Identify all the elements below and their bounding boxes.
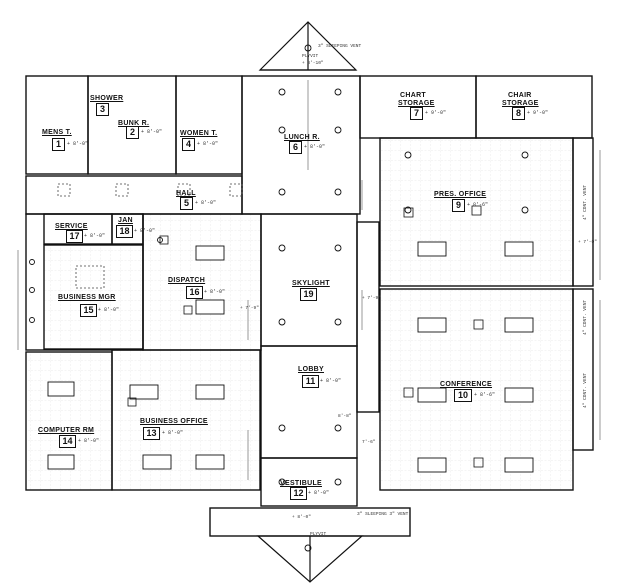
room-number: 19 — [300, 288, 317, 301]
light-fixtures — [47, 241, 534, 473]
room-elevation: + 8'-0" — [141, 129, 163, 135]
soffit-vent-note-1: 4" CONT. VENT — [583, 184, 588, 220]
bottom-vent-note: 3" SLEEPING 3" VENT — [357, 512, 409, 517]
soffit-vent-note-2: 4" CONT. VENT — [583, 299, 588, 335]
room-number: 8 — [512, 107, 525, 120]
diffusers — [127, 205, 484, 468]
room-elevation: + 8'-0" — [84, 233, 106, 239]
room-elevation: + 9'-0" — [527, 110, 549, 116]
top-elevation-note: + 8'-10" — [302, 61, 324, 66]
room-name: SHOWER — [90, 95, 124, 102]
room-name-line1: CHAIR — [508, 92, 532, 99]
room-elevation: + 8'-0" — [197, 141, 219, 147]
room-number: 10 — [454, 389, 472, 402]
room-name: BUNK R. — [118, 120, 150, 127]
room-number: 13 — [143, 427, 160, 440]
room-name: SKYLIGHT — [292, 280, 330, 287]
downlights — [29, 44, 529, 552]
room-name: BUSINESS MGR — [58, 294, 116, 301]
room-name: COMPUTER RM — [38, 427, 95, 434]
soffit-elevation-note: + 7'-0" — [578, 240, 597, 245]
room-elevation: + 8'-0" — [308, 490, 330, 496]
room-elevation: + 8'-0" — [134, 228, 156, 234]
ceiling-grid — [26, 138, 573, 490]
room-name-line2: STORAGE — [398, 100, 435, 107]
room-number: 7 — [410, 107, 423, 120]
room-number: 9 — [452, 199, 465, 212]
top-plyvit-note: PLYVIT — [302, 54, 319, 59]
room-name: WOMEN T. — [180, 130, 218, 137]
room-number: 18 — [116, 225, 133, 238]
room-elevation: + 8'-0" — [67, 141, 89, 147]
room-number: 16 — [186, 286, 203, 299]
room-name: LUNCH R. — [284, 134, 320, 141]
room-elevation: + 8'-0" — [204, 289, 226, 295]
room-elevation: + 8'-0" — [98, 307, 120, 313]
room-name-line2: STORAGE — [502, 100, 539, 107]
soffit-vent-note-3: 4" CONT. VENT — [583, 372, 588, 408]
room-name: BUSINESS OFFICE — [140, 418, 208, 425]
top-vent-note: 3" SLEEPING VENT — [318, 44, 362, 49]
room-name: CONFERENCE — [440, 381, 493, 388]
bottom-plyvit-note: PLYVIT — [310, 532, 327, 537]
room-number: 15 — [80, 304, 97, 317]
room-name: MENS T. — [42, 129, 72, 136]
bottom-elevation-note: + 8'-0" — [292, 515, 311, 520]
elevation-note-a: + 7'-9" — [240, 306, 259, 311]
dimension-lines — [17, 80, 601, 480]
room-name: SERVICE — [55, 223, 88, 230]
room-number: 12 — [290, 487, 307, 500]
elevation-note-b: + 7'-9" — [362, 296, 381, 301]
room-elevation: + 8'-6" — [467, 202, 489, 208]
room-name: PRES. OFFICE — [434, 191, 487, 198]
room-name: DISPATCH — [168, 277, 206, 284]
equipment-outlines — [57, 183, 243, 289]
room-elevation: + 8'-0" — [78, 438, 100, 444]
walls — [25, 75, 594, 537]
room-elevation: + 8'-0" — [195, 200, 217, 206]
room-number: 2 — [126, 126, 139, 139]
room-name-line1: CHART — [400, 92, 426, 99]
top-canopy — [258, 21, 358, 71]
room-number: 3 — [96, 103, 109, 116]
room-elevation: + 8'-6" — [474, 392, 496, 398]
elevation-note-d: 7'-6" — [362, 440, 376, 445]
room-elevation: + 8'-0" — [162, 430, 184, 436]
room-number: 1 — [52, 138, 65, 151]
bottom-canopy — [256, 535, 364, 583]
room-number: 5 — [180, 197, 193, 210]
elevation-note-c: 8'-8" — [338, 414, 352, 419]
room-name: HALL — [176, 190, 196, 197]
room-elevation: + 8'-0" — [304, 144, 326, 150]
room-elevation: + 9'-0" — [425, 110, 447, 116]
room-number: 17 — [66, 230, 83, 243]
room-name: LOBBY — [298, 366, 324, 373]
room-number: 11 — [302, 375, 319, 388]
room-number: 4 — [182, 138, 195, 151]
room-number: 6 — [289, 141, 302, 154]
room-name: JAN — [118, 217, 133, 224]
room-name: VESTIBULE — [280, 480, 322, 487]
room-number: 14 — [59, 435, 76, 448]
room-elevation: + 8'-0" — [320, 378, 342, 384]
